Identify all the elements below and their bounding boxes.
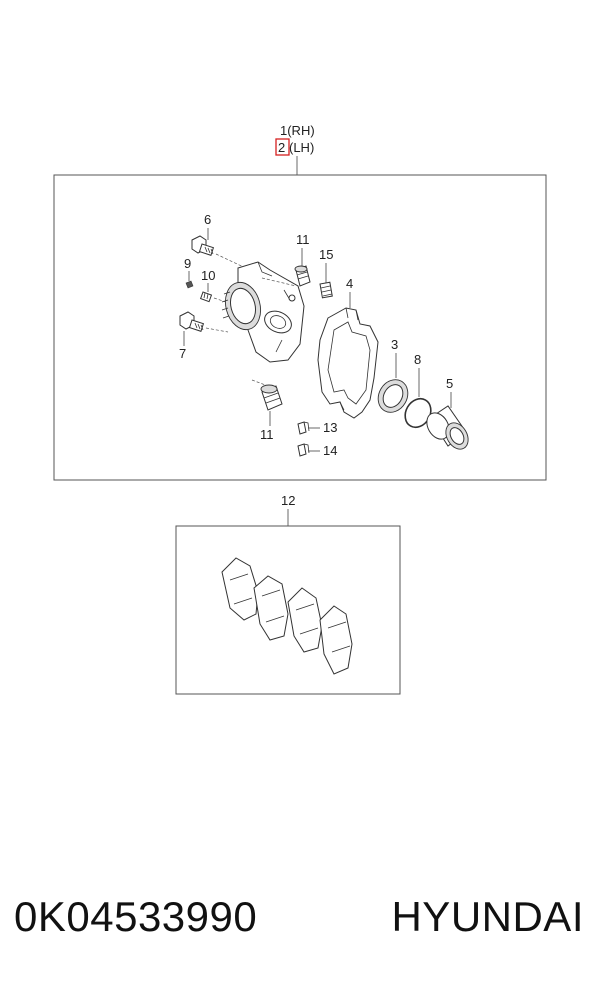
callout-11-bottom: 11 xyxy=(260,427,274,442)
callout-8: 8 xyxy=(414,352,421,367)
brake-pad-3 xyxy=(287,587,323,653)
callout-4: 4 xyxy=(346,276,353,291)
clip-part-14 xyxy=(297,443,310,457)
clip-part-13 xyxy=(297,421,310,435)
piston-part-5 xyxy=(426,405,469,450)
callout-12: 12 xyxy=(281,493,295,508)
callout-9: 9 xyxy=(184,256,191,271)
bracket-part-4 xyxy=(317,307,379,419)
callout-3: 3 xyxy=(391,337,398,352)
callout-5: 5 xyxy=(446,376,453,391)
guide-pin-part-15 xyxy=(319,281,333,299)
footer-bar: 0K04533990 HYUNDAI xyxy=(0,882,600,952)
callout-15: 15 xyxy=(319,247,333,262)
callout-assembly-lh-number: 2 xyxy=(278,140,285,155)
callout-13: 13 xyxy=(323,420,337,435)
callout-14: 14 xyxy=(323,443,337,458)
brand-name: HYUNDAI xyxy=(391,893,584,940)
callout-assembly-rh: 1(RH) xyxy=(280,123,315,138)
bolt-part-7 xyxy=(179,311,205,332)
brake-pad-4 xyxy=(319,605,353,675)
bleeder-part-10 xyxy=(199,291,213,303)
callout-10: 10 xyxy=(201,268,215,283)
callout-assembly-lh-side: (LH) xyxy=(289,140,314,155)
bolt-part-6 xyxy=(191,235,215,256)
part-number: 0K04533990 xyxy=(14,893,258,940)
caliper-assembly-frame xyxy=(53,174,547,481)
callout-7: 7 xyxy=(179,346,186,361)
parts-diagram: 1(RH) 2 (LH) 6 9 10 7 xyxy=(53,123,547,695)
boot-part-11-top xyxy=(294,265,311,287)
caliper-housing xyxy=(221,261,305,363)
highlight-box xyxy=(275,138,290,156)
callout-11-top: 11 xyxy=(296,232,310,247)
cap-part-9 xyxy=(185,280,194,289)
brake-pad-1 xyxy=(221,557,259,621)
brake-pad-frame xyxy=(175,525,401,695)
seal-part-3 xyxy=(377,379,409,413)
brake-pad-2 xyxy=(253,575,289,641)
boot-part-11-bottom xyxy=(260,384,283,411)
callout-6: 6 xyxy=(204,212,211,227)
